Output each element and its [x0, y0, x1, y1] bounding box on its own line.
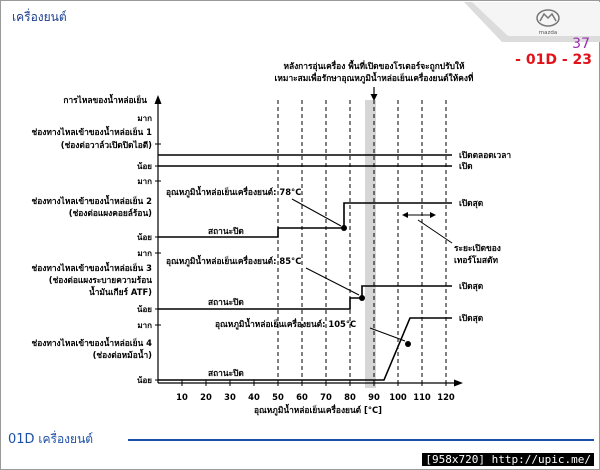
- passage-4-many: มาก: [137, 321, 152, 330]
- passage-1-state-always: เปิดตลอดเวลา: [459, 150, 511, 160]
- passage-2-many: มาก: [137, 177, 152, 186]
- footer-title: 01D เครื่องยนต์: [8, 430, 93, 449]
- passage-3-label-3: น้ำมันเกียร์ ATF): [89, 285, 152, 297]
- passage-3-leader: [305, 267, 360, 296]
- passage-2-label-1: ช่องทางไหลเข้าของน้ำหล่อเย็น 2: [32, 194, 153, 206]
- x-tick-label: 80: [344, 392, 356, 402]
- footer-text: เครื่องยนต์: [38, 432, 94, 446]
- passage-1-label-2: (ช่องต่อวาล์วเปิดปิดไอดี): [61, 140, 152, 150]
- page-number: 37: [572, 36, 590, 52]
- passage-1-state-open: เปิด: [459, 161, 473, 171]
- x-tick-label: 10: [176, 392, 188, 402]
- footer-code: 01D: [8, 432, 35, 447]
- vertical-guides: [277, 100, 447, 383]
- passage-4-open-full: เปิดสุด: [459, 313, 483, 324]
- top-note-line-2: เหมาะสมเพื่อรักษาอุณหภูมิน้ำหล่อเย็นเครื…: [275, 71, 474, 84]
- thermostat-label-2: เทอร์โมสตัท: [454, 255, 498, 265]
- passage-3-point: [359, 295, 365, 301]
- thermostat-label-1: ระยะเปิดของ: [454, 243, 501, 253]
- x-axis-title: อุณหภูมิน้ำหล่อเย็นเครื่องยนต์ [°C]: [254, 403, 382, 416]
- thermostat-leader: [417, 219, 453, 244]
- passage-3-many: มาก: [137, 249, 152, 258]
- passage-2-point: [341, 225, 347, 231]
- x-tick-labels: 10 20 30 40 50 60 70 80 90 100 110 120: [176, 380, 455, 402]
- passage-4-label-1: ช่องทางไหลเข้าของน้ำหล่อเย็น 4: [32, 336, 153, 348]
- passage-3-line: [158, 285, 452, 310]
- top-note-line-1: หลังการอุ่นเครื่อง พื้นที่เปิดของโรเตอร์…: [283, 59, 465, 72]
- y-axis-title: การไหลของน้ำหล่อเย็น: [63, 93, 147, 105]
- passage-2-line: [158, 202, 452, 238]
- steady-temp-band: [365, 100, 376, 388]
- passage-4-leader: [369, 327, 406, 342]
- x-tick-label: 100: [389, 392, 407, 402]
- mazda-logo: mazda: [464, 2, 600, 46]
- passage-3-label-1: ช่องทางไหลเข้าของน้ำหล่อเย็น 3: [32, 261, 153, 273]
- header-title: เครื่องยนต์: [12, 10, 67, 24]
- x-tick-label: 50: [272, 392, 284, 402]
- x-axis-arrow: [454, 379, 463, 387]
- y-axis-arrow: [154, 95, 162, 104]
- passage-4-point: [405, 341, 411, 347]
- x-tick-label: 70: [320, 392, 332, 402]
- passage-3-closed: สถานะปิด: [208, 297, 244, 307]
- footer-rule: [128, 439, 594, 441]
- passage-4-line: [158, 317, 452, 381]
- passage-2-temp-label: อุณหภูมิน้ำหล่อเย็นเครื่องยนต์: 78°C: [166, 185, 301, 198]
- passage-1-many: มาก: [137, 114, 152, 123]
- passage-2-few: น้อย: [137, 232, 152, 242]
- x-tick-label: 90: [368, 392, 380, 402]
- passage-4-closed: สถานะปิด: [208, 368, 244, 378]
- passage-4-few: น้อย: [137, 375, 152, 385]
- passage-1-label-1: ช่องทางไหลเข้าของน้ำหล่อเย็น 1: [32, 125, 153, 137]
- passage-2-label-2: (ช่องต่อแผงคอยล์ร้อน): [69, 208, 152, 218]
- passage-2-leader: [291, 198, 342, 227]
- passage-1-few: น้อย: [137, 161, 152, 171]
- x-tick-label: 120: [437, 392, 455, 402]
- passage-2-closed: สถานะปิด: [208, 226, 244, 236]
- x-tick-label: 20: [200, 392, 212, 402]
- passage-2-open-full: เปิดสุด: [459, 198, 483, 209]
- passage-3-open-full: เปิดสุด: [459, 281, 483, 292]
- page-code: - 01D - 23: [515, 52, 592, 68]
- x-tick-label: 40: [248, 392, 260, 402]
- passage-3-few: น้อย: [137, 304, 152, 314]
- passage-4-label-2: (ช่องต่อหม้อน้ำ): [93, 348, 153, 360]
- logo-text: mazda: [539, 30, 557, 36]
- passage-3-label-2: (ช่องต่อแผงระบายความร้อน: [49, 275, 152, 285]
- passage-4-temp-label: อุณหภูมิน้ำหล่อเย็นเครื่องยนต์: 105°C: [215, 317, 356, 330]
- x-tick-label: 60: [296, 392, 308, 402]
- x-tick-label: 30: [224, 392, 236, 402]
- watermark: [958x720] http://upic.me/: [422, 453, 594, 466]
- x-tick-label: 110: [413, 392, 431, 402]
- passage-3-temp-label: อุณหภูมิน้ำหล่อเย็นเครื่องยนต์: 85°C: [166, 254, 301, 267]
